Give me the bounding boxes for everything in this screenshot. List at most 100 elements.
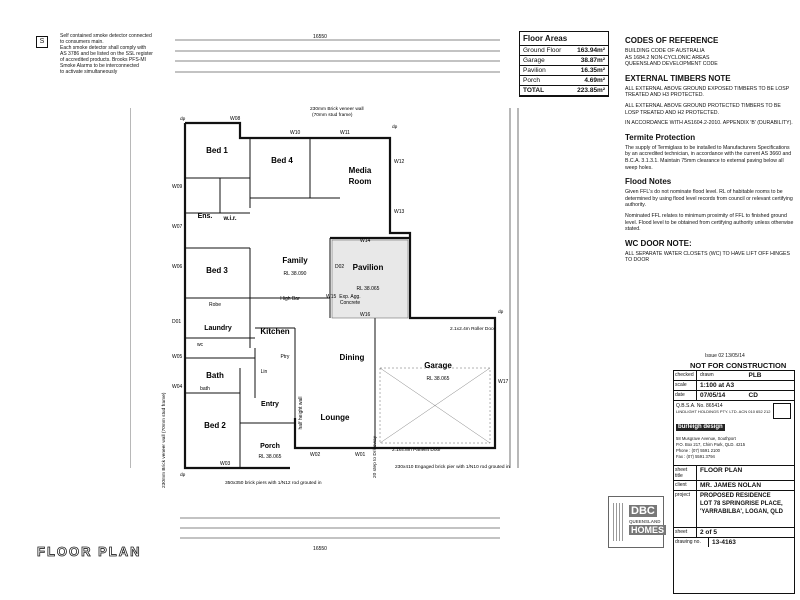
window-tag: W17	[498, 379, 509, 385]
termite-text: The supply of Termiglass to be installed…	[625, 144, 792, 171]
tb-value: MR. JAMES NOLAN	[700, 482, 762, 489]
piers-note: 350x350 brick piers with 1/N12 rod grout…	[225, 480, 322, 486]
room-porch: Porch	[260, 443, 280, 450]
window-tag: W05	[172, 354, 183, 360]
note-line: of accredited products. Brooks PFS-MI	[60, 57, 146, 63]
window-tag: W06	[172, 264, 183, 270]
logo-text: HOMES	[629, 525, 667, 535]
fax-line: Fax : (07) 5591 3794	[676, 454, 715, 459]
timber-text-1: ALL EXTERNAL ABOVE GROUND EXPOSED TIMBER…	[625, 85, 790, 99]
engaged-pier-note: 230x410 Engaged brick pier with 1/N10 ro…	[395, 464, 510, 470]
dimension-lines	[130, 39, 519, 539]
room-kitchen: Kitchen	[260, 327, 289, 336]
dbc-logo: DBC QUEENSLAND HOMES	[608, 496, 667, 548]
overall-dimension: 16550	[313, 34, 327, 40]
window-tag: W03	[220, 461, 231, 467]
area-value: 223.85m²	[569, 85, 608, 96]
room-garage: Garage	[424, 361, 452, 370]
room-entry: Entry	[261, 401, 279, 408]
timber-text-3: IN ACCORDANCE WITH AS1604.2-2010. APPEND…	[625, 120, 793, 127]
window-tag: W02	[310, 452, 321, 458]
side-veneer-note: 230mm Brick veneer wall (70mm stud frame…	[161, 392, 167, 488]
tb-value: CD	[748, 392, 758, 399]
window-tag: W12	[394, 159, 405, 165]
floor-areas-title: Floor Areas	[520, 32, 608, 46]
downpipe-label: dp	[180, 116, 186, 122]
garage-diagonal	[379, 367, 491, 444]
logo-stripes-icon	[613, 503, 625, 541]
room-porch-rl: RL 38.065	[259, 454, 282, 460]
area-label: Porch	[520, 75, 570, 86]
downpipe-label: dp	[180, 472, 186, 478]
table-row: sheet title FLOOR PLAN	[674, 466, 794, 481]
window-tag: W14	[360, 238, 371, 244]
high-bar-label: High Bar	[280, 296, 300, 302]
tb-label: date	[674, 391, 697, 400]
note-line: Each smoke detector shall comply with	[60, 45, 147, 51]
room-bed1: Bed 1	[206, 146, 228, 155]
wc-label: wc	[197, 342, 204, 348]
table-row: sheet 2 of 5	[674, 528, 794, 538]
window-tag: W10	[290, 130, 301, 136]
window-tag: W16	[360, 312, 371, 318]
tb-value: PLB	[748, 372, 762, 379]
house-logo-icon	[773, 403, 791, 419]
room-media: Media	[349, 166, 372, 175]
window-tag: D01	[172, 319, 181, 325]
room-ensuite: Ens.	[198, 213, 213, 220]
concrete-label: Concrete	[340, 300, 361, 306]
tb-value: PROPOSED RESIDENCE LOT 78 SPRINGRISE PLA…	[697, 491, 794, 527]
smoke-detector-symbol: S	[36, 36, 48, 48]
room-bed3: Bed 3	[206, 266, 228, 275]
room-bath: Bath	[206, 371, 224, 380]
table-row: project PROPOSED RESIDENCE LOT 78 SPRING…	[674, 491, 794, 528]
codes-line: BUILDING CODE OF AUSTRALIA	[625, 48, 705, 54]
half-wall-label: half height wall	[298, 396, 304, 429]
tb-label: drawn	[700, 372, 714, 378]
room-dining: Dining	[340, 353, 365, 362]
note-line: Self contained smoke detector connected	[60, 33, 152, 39]
window-tag: W07	[172, 224, 183, 230]
drawing-title: FLOOR PLAN	[37, 544, 142, 560]
logo-text: QUEENSLAND	[629, 519, 661, 524]
tb-value: 07/05/14	[700, 392, 726, 399]
project-line: LOT 78 SPRINGRISE PLACE,	[700, 501, 783, 507]
brand-name: burleigh design	[676, 424, 725, 431]
termite-heading: Termite Protection	[625, 132, 696, 142]
window-tag: W15	[326, 294, 337, 300]
note-line: to consumers main.	[60, 39, 104, 45]
pantry-label: Ptry	[281, 354, 290, 360]
table-row: checked drawn PLB	[674, 371, 794, 381]
phone-line: Phone : (07) 5591 2100	[676, 448, 721, 453]
company-name: LINDLIGHT HOLDINGS PTY. LTD. ACN 010 652…	[676, 409, 771, 414]
plan-notes: 230mm Brick veneer wall (70mm stud frame…	[161, 106, 510, 488]
note-line: to activate simultaneously	[60, 69, 118, 75]
flood-text-2: Nominated FFL relates to minimum proximi…	[625, 212, 794, 233]
tb-label: project	[674, 491, 697, 527]
codes-text: BUILDING CODE OF AUSTRALIA AS 1684.2 NON…	[625, 48, 795, 68]
room-media: Room	[349, 177, 372, 186]
tb-value: 1:100 at A3	[700, 382, 735, 389]
codes-line: AS 1684.2 NON-CYCLONIC AREAS	[625, 54, 710, 61]
room-bed4: Bed 4	[271, 156, 293, 165]
tb-label: scale	[674, 381, 697, 390]
room-family: Family	[282, 256, 308, 265]
title-block: checked drawn PLB scale 1:100 at A3 date…	[673, 370, 795, 594]
table-row: client MR. JAMES NOLAN	[674, 481, 794, 491]
tb-label: drawing no.	[674, 538, 709, 547]
area-value: 163.94m²	[569, 46, 608, 56]
minor-labels: Robe Lin Ptry wc bath High Bar half heig…	[197, 296, 304, 430]
specification-notes: CODES OF REFERENCE BUILDING CODE OF AUST…	[625, 30, 795, 268]
room-family-rl: RL 38.090	[284, 271, 307, 277]
window-tag: W11	[340, 130, 350, 136]
table-row: drawing no. 13-4163	[674, 538, 794, 547]
window-tag: D02	[335, 264, 344, 270]
timber-text-2: ALL EXTERNAL ABOVE GROUND PROTECTED TIMB…	[625, 102, 781, 116]
room-pavilion: Pavilion	[353, 263, 384, 272]
qbsa-number: Q.B.S.A. No. 865414	[676, 403, 723, 409]
